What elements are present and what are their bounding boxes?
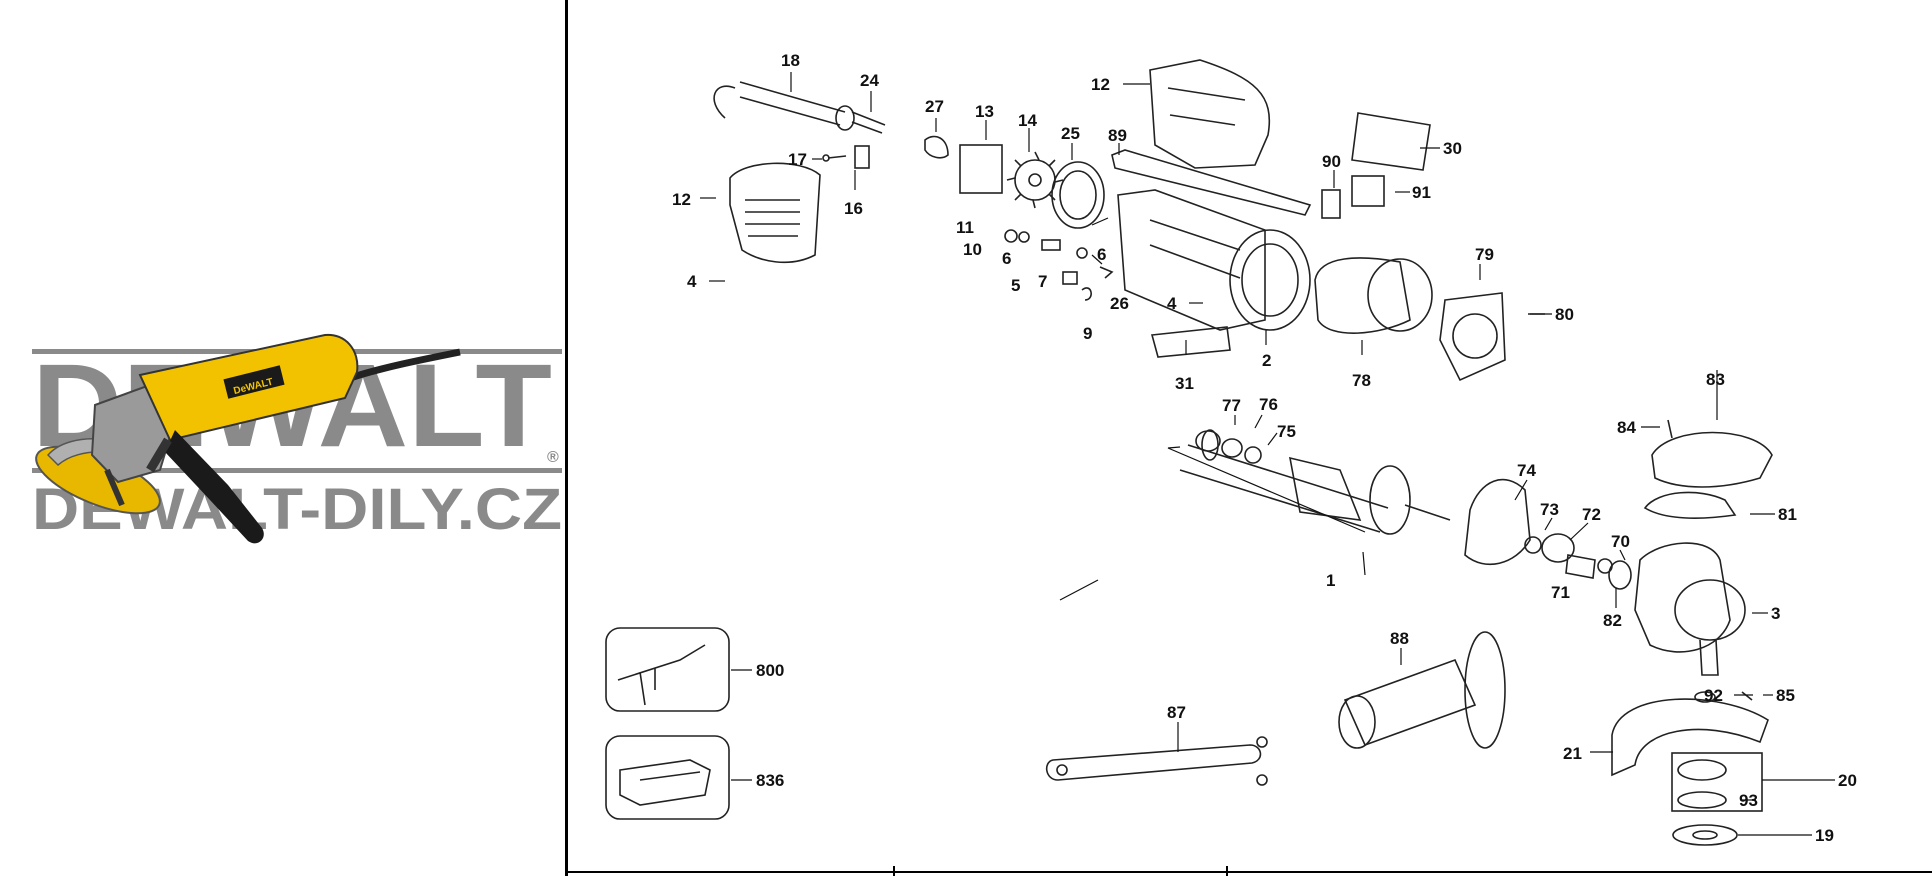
part-label: 81	[1778, 505, 1797, 524]
part-label: 10	[963, 240, 982, 259]
part-label: 4	[687, 272, 697, 291]
leader-lines	[700, 72, 1835, 836]
part-label: 5	[1011, 276, 1020, 295]
part-label: 20	[1838, 771, 1857, 790]
frame-bottom-line	[568, 871, 1932, 873]
part-label: 14	[1018, 111, 1037, 130]
part-label: 4	[1167, 294, 1177, 313]
part-label: 83	[1706, 370, 1725, 389]
part-label: 78	[1352, 371, 1371, 390]
part-label: 800	[756, 661, 784, 680]
part-label: 90	[1322, 152, 1341, 171]
part-label: 26	[1110, 294, 1129, 313]
part-label: 31	[1175, 374, 1194, 393]
part-label: 12	[672, 190, 691, 209]
part-label: 12	[1091, 75, 1110, 94]
frame-tick	[1226, 866, 1228, 876]
part-label: 9	[1083, 324, 1092, 343]
angle-grinder-photo: DeWALT	[35, 333, 461, 544]
part-label: 75	[1277, 422, 1296, 441]
part-label: 25	[1061, 124, 1080, 143]
part-label: 80	[1555, 305, 1574, 324]
part-label: 77	[1222, 396, 1241, 415]
part-labels: 18 24 27 13 14 25 89 12 12 30 90 91 17 1…	[672, 51, 1857, 845]
part-label: 836	[756, 771, 784, 790]
part-label: 87	[1167, 703, 1186, 722]
part-label: 13	[975, 102, 994, 121]
part-label: 7	[1038, 272, 1047, 291]
parts-drawing	[605, 59, 1773, 846]
part-label: 82	[1603, 611, 1622, 630]
part-label: 18	[781, 51, 800, 70]
part-label: 74	[1517, 461, 1536, 480]
part-label: 3	[1771, 604, 1780, 623]
frame-tick	[893, 866, 895, 876]
part-label: 24	[860, 71, 879, 90]
part-label: 27	[925, 97, 944, 116]
part-label: 79	[1475, 245, 1494, 264]
part-label: 70	[1611, 532, 1630, 551]
part-label: 85	[1776, 686, 1795, 705]
part-label: 89	[1108, 126, 1127, 145]
part-label: 17	[788, 150, 807, 169]
part-label: 30	[1443, 139, 1462, 158]
part-label: 91	[1412, 183, 1431, 202]
panel-divider	[565, 0, 568, 876]
part-label: 92	[1704, 686, 1723, 705]
part-label: 2	[1262, 351, 1271, 370]
part-label: 19	[1815, 826, 1834, 845]
part-label: 11	[956, 218, 974, 237]
part-label: 88	[1390, 629, 1409, 648]
part-label: 76	[1259, 395, 1278, 414]
part-label: 93	[1739, 791, 1758, 810]
part-label: 73	[1540, 500, 1559, 519]
part-label: 21	[1563, 744, 1582, 763]
part-label: 1	[1326, 571, 1335, 590]
part-label: 6	[1002, 249, 1011, 268]
part-label: 72	[1582, 505, 1601, 524]
watermark-registered-mark: ®	[547, 449, 559, 466]
part-label: 71	[1551, 583, 1570, 602]
part-label: 16	[844, 199, 863, 218]
part-label: 84	[1617, 418, 1636, 437]
part-label: 6	[1097, 245, 1106, 264]
